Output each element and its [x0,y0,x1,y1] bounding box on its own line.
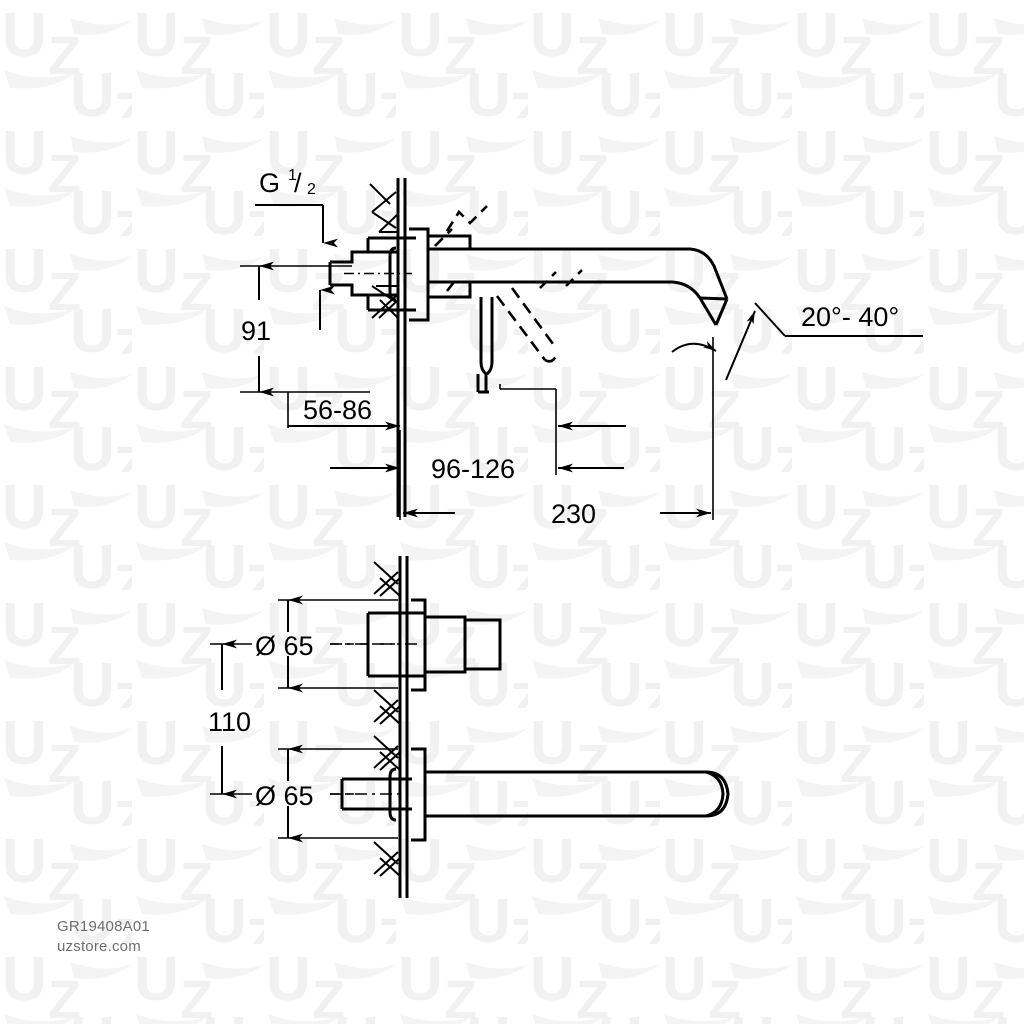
handle-open-dashed-top [434,205,488,247]
handle-lever-side [476,297,494,394]
thread-label-g: G [259,168,280,198]
dim-label-56-86: 56-86 [303,395,372,425]
dimension-text-layer: G 1 / 2 91 56-86 96-126 230 20°- 40° Ø 6… [208,167,899,811]
cartridge-cap-side [426,234,472,249]
escutcheon-side [409,227,430,322]
wall-section-plan [398,556,409,898]
spout-tube-plan [425,770,730,818]
dim-label-230: 230 [551,499,596,529]
thread-fraction-denominator: 2 [307,181,316,198]
valve-cap-plan-top [425,615,502,674]
dim-label-110: 110 [208,707,251,737]
wall-section-side [396,178,407,517]
spout-tick-dashes [539,269,583,289]
dim-label-outlet-angle: 20°- 40° [801,302,899,332]
wall-hatch-side-upper [369,183,399,233]
dim-label-91: 91 [241,316,271,346]
dim-label-96-126: 96-126 [431,454,515,484]
aerator-tip-side [699,296,728,301]
wall-hatch-plan [373,561,401,877]
thread-fraction-slash: / [294,168,302,198]
thread-leader-line [255,204,338,248]
angle-swing-arrow [671,340,717,353]
footer: GR19408A01 uzstore.com [57,917,150,958]
website-label: uzstore.com [57,938,141,956]
plan-view-group [210,556,730,898]
handle-open-dashed-bottom [445,276,460,292]
spout-tube-side [428,247,729,326]
handle-swing-dashed [495,287,558,363]
wall-hatch-side-lower [371,285,399,319]
side-view-group [240,178,923,520]
angle-leader-arrow-left [725,310,756,381]
dim-label-diameter-bottom: Ø 65 [255,781,314,811]
escutcheon-plan-bottom [411,747,427,842]
dim-label-diameter-top: Ø 65 [255,631,314,661]
article-code: GR19408A01 [57,918,150,935]
